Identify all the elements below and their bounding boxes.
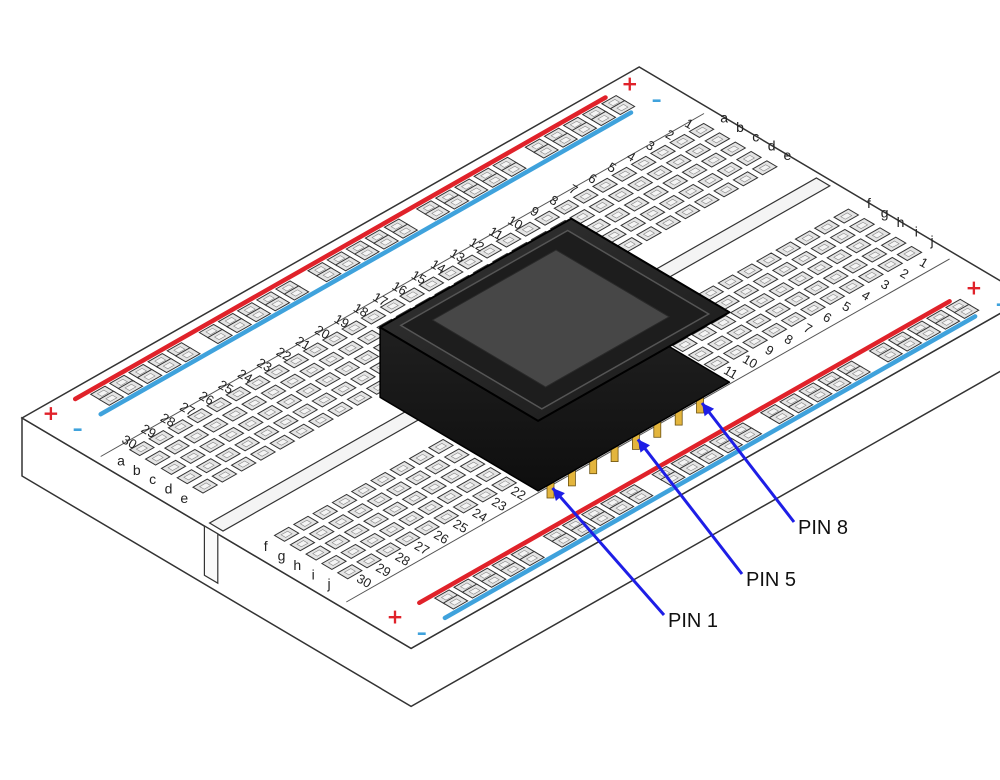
column-label-right: j [326,576,330,592]
plus-sign-icon: + [43,401,60,425]
callout-label: PIN 5 [746,569,796,591]
column-label-left-end: b [736,119,744,135]
column-label-right: i [312,566,315,582]
minus-sign-icon: – [73,417,83,441]
column-label-right-end: h [897,214,905,230]
plus-sign-icon: + [387,605,404,629]
minus-sign-icon: – [417,621,427,645]
minus-sign-icon: – [652,88,662,112]
plus-sign-icon: + [966,275,983,299]
column-label-right-end: f [867,195,871,211]
column-label-left: a [117,453,125,469]
column-label-right: g [278,548,286,564]
column-label-left: c [149,471,156,487]
column-label-right-end: j [930,233,934,249]
column-label-left: b [133,462,141,478]
callout-label: PIN 8 [798,517,848,539]
column-label-left-end: a [720,110,728,126]
column-label-left: d [165,481,173,497]
column-label-left-end: d [768,138,776,154]
minus-sign-icon: – [996,291,1000,315]
column-label-left: e [180,490,188,506]
column-label-right-end: i [915,223,918,239]
column-label-right: h [293,557,301,573]
callout-label: PIN 1 [668,610,718,632]
column-label-right: f [264,538,268,554]
column-label-left-end: c [752,128,759,144]
column-label-left-end: e [784,147,792,163]
column-label-right-end: g [881,205,889,221]
plus-sign-icon: + [621,72,638,96]
center-channel-wall [204,526,217,583]
